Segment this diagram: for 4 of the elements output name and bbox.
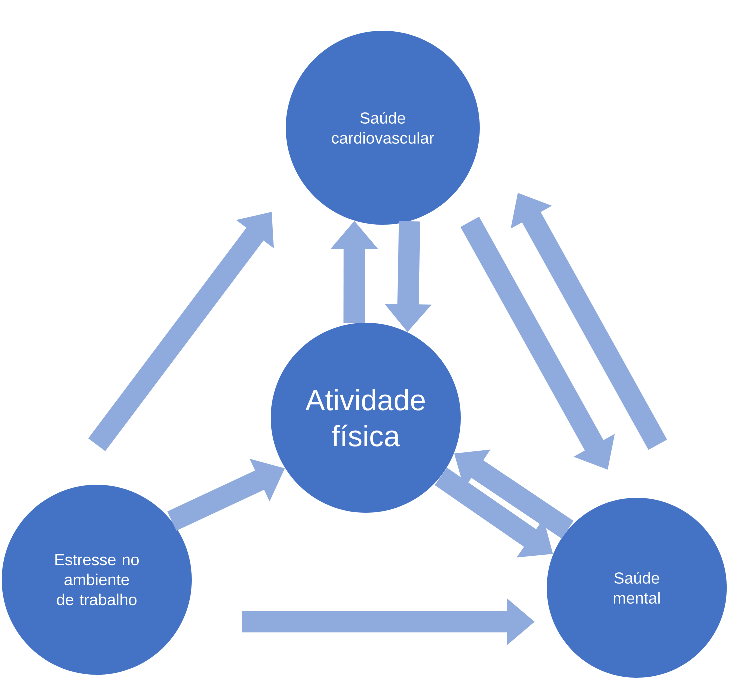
circle-node: Estresse no ambiente de trabalho — [2, 485, 192, 675]
circle-node: Atividade física — [271, 323, 461, 513]
circle-node: Saúde mental — [547, 498, 727, 678]
circle-node: Saúde cardiovascular — [286, 31, 480, 225]
